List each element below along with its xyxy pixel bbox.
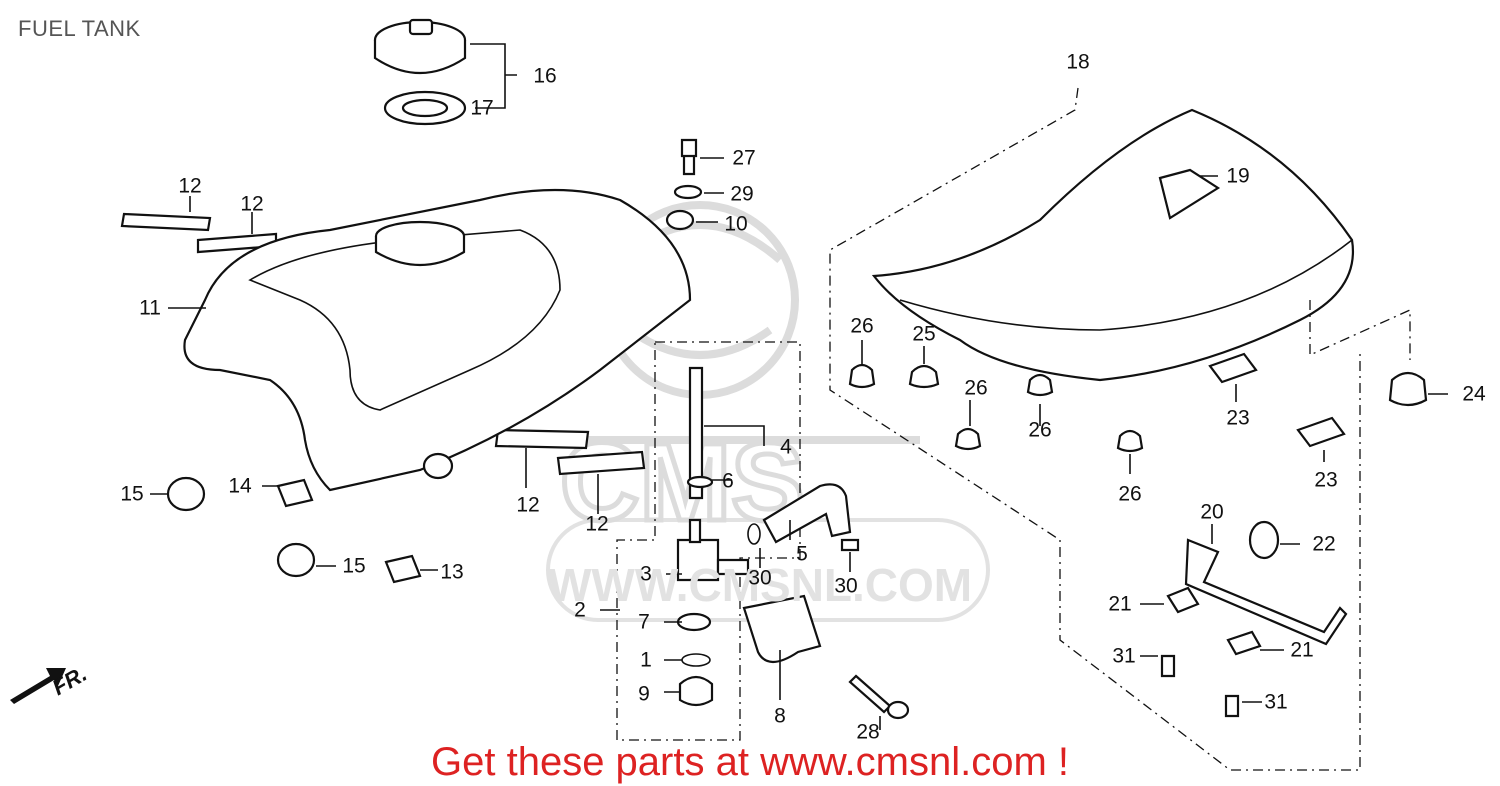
callout-14: 14 bbox=[228, 474, 252, 498]
fuel-cap-part bbox=[373, 18, 467, 126]
callout-23-a: 23 bbox=[1226, 406, 1250, 430]
bolt-washer-group bbox=[665, 138, 703, 231]
callout-7: 7 bbox=[638, 610, 650, 634]
callout-16: 16 bbox=[533, 64, 557, 88]
page-title: FUEL TANK bbox=[18, 16, 141, 41]
fuel-tank-part bbox=[183, 188, 692, 492]
callout-31-a: 31 bbox=[1112, 644, 1136, 668]
callout-10: 10 bbox=[724, 212, 748, 236]
callout-22: 22 bbox=[1312, 532, 1336, 556]
damper-group bbox=[166, 476, 422, 584]
callout-1: 1 bbox=[640, 648, 652, 672]
callout-3: 3 bbox=[640, 562, 652, 586]
callout-30-b: 30 bbox=[834, 574, 858, 598]
callout-24: 24 bbox=[1462, 382, 1486, 406]
callout-23-b: 23 bbox=[1314, 468, 1338, 492]
callout-21-b: 21 bbox=[1290, 638, 1314, 662]
callout-2: 2 bbox=[574, 598, 586, 622]
fuel-valve-group bbox=[676, 366, 860, 707]
callout-20: 20 bbox=[1200, 500, 1224, 524]
callout-6: 6 bbox=[722, 469, 734, 493]
bolt-28-part bbox=[848, 674, 910, 720]
seat-part bbox=[871, 108, 1354, 382]
callout-9: 9 bbox=[638, 682, 650, 706]
callout-4: 4 bbox=[780, 435, 792, 459]
callout-25: 25 bbox=[912, 322, 936, 346]
watermark-url: WWW.CMSNL.COM bbox=[548, 559, 973, 611]
callout-28: 28 bbox=[856, 720, 880, 744]
callout-12-d: 12 bbox=[585, 512, 609, 536]
rubber-pad-part bbox=[120, 212, 646, 476]
callout-30-a: 30 bbox=[748, 566, 772, 590]
seat-rubber-group bbox=[848, 352, 1428, 453]
watermark-letters: CMS bbox=[560, 421, 804, 544]
callout-26-d: 26 bbox=[1118, 482, 1142, 506]
callout-26-a: 26 bbox=[850, 314, 874, 338]
seat-lock-group bbox=[1160, 520, 1348, 718]
callout-5: 5 bbox=[796, 542, 808, 566]
callout-26-b: 26 bbox=[964, 376, 988, 400]
front-arrow bbox=[10, 668, 66, 704]
callout-13: 13 bbox=[440, 560, 464, 584]
callout-12-a: 12 bbox=[178, 174, 202, 198]
callout-15-b: 15 bbox=[342, 554, 366, 578]
promo-link[interactable]: Get these parts at www.cmsnl.com ! bbox=[431, 740, 1069, 784]
callout-26-c: 26 bbox=[1028, 418, 1052, 442]
callout-12-c: 12 bbox=[516, 493, 540, 517]
callout-12-b: 12 bbox=[240, 192, 264, 216]
callout-18: 18 bbox=[1066, 50, 1090, 74]
callout-17: 17 bbox=[470, 96, 494, 120]
callout-11: 11 bbox=[139, 296, 161, 320]
callout-31-b: 31 bbox=[1264, 690, 1288, 714]
callout-8: 8 bbox=[774, 704, 786, 728]
callout-29: 29 bbox=[730, 182, 754, 206]
callout-15-a: 15 bbox=[120, 482, 144, 506]
callout-27: 27 bbox=[732, 146, 756, 170]
callout-19: 19 bbox=[1226, 164, 1250, 188]
callout-21-a: 21 bbox=[1108, 592, 1132, 616]
